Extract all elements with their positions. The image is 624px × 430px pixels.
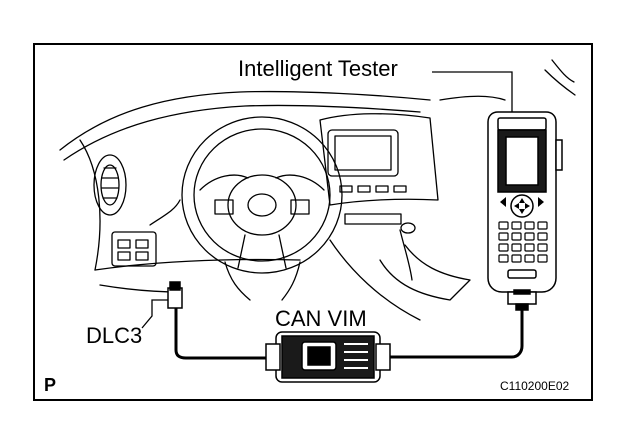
dlc3-connector: [167, 281, 183, 309]
dlc3-cable: [174, 308, 278, 360]
intelligent-tester-label: Intelligent Tester: [236, 56, 400, 81]
tester-leader-line: [432, 71, 513, 114]
dlc3-leader-line: [141, 299, 168, 329]
tester-cable: [390, 300, 524, 359]
can-vim-device: [265, 331, 391, 383]
figure-code: C110200E02: [500, 379, 570, 393]
center-display: [327, 129, 399, 177]
intelligent-tester-device: [487, 111, 563, 311]
dlc3-label: DLC3: [86, 323, 143, 348]
steering-wheel: [181, 116, 343, 274]
can-vim-label: CAN VIM: [275, 306, 367, 331]
tester-keypad: [498, 221, 548, 263]
diagram-border: [33, 43, 593, 401]
leader-lines: [141, 71, 513, 329]
page-marker: P: [44, 375, 57, 395]
